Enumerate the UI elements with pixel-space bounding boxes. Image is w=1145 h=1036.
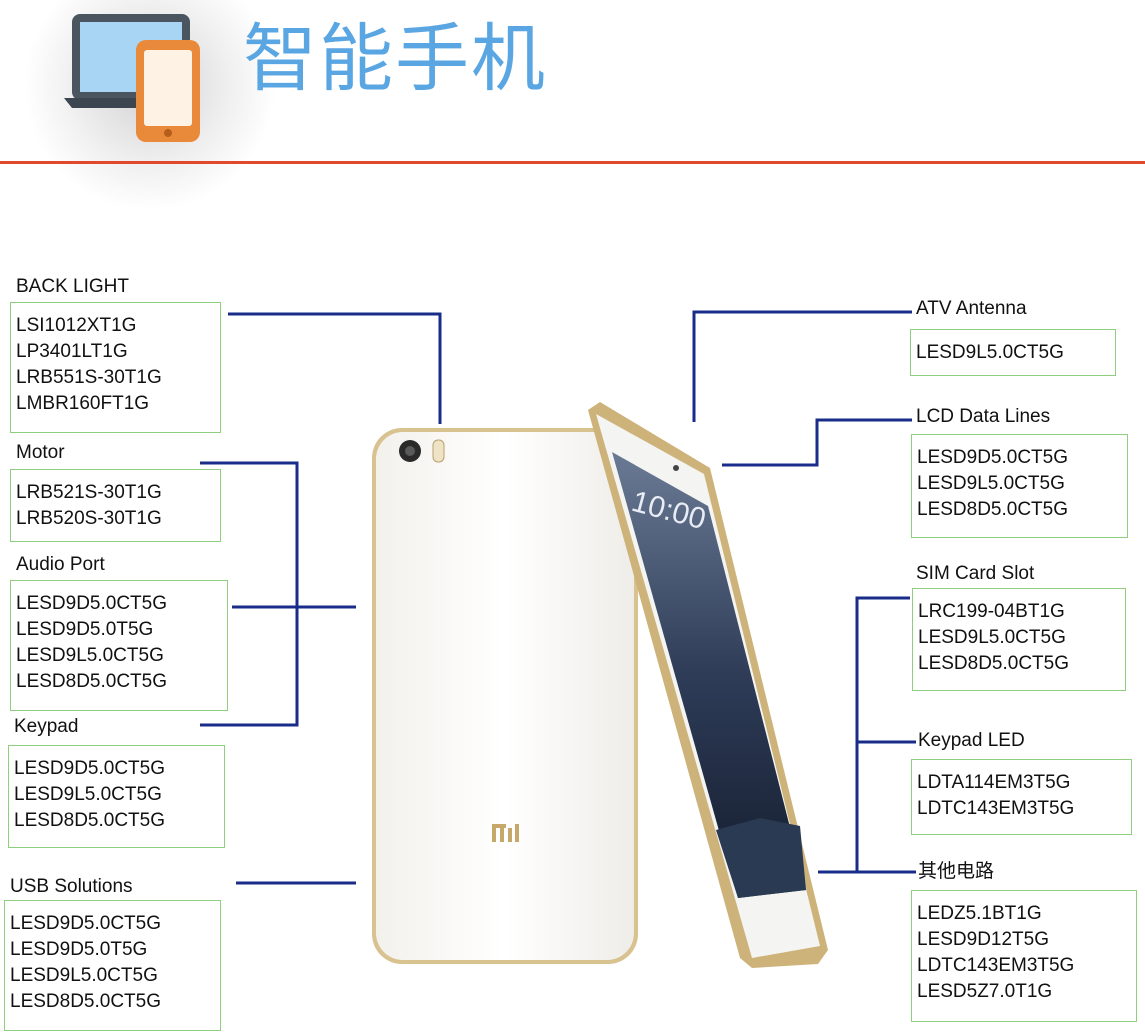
sim-card-slot-parts-box: LRC199-04BT1G LESD9L5.0CT5G LESD8D5.0CT5… xyxy=(912,588,1126,691)
keypad-led-parts-box: LDTA114EM3T5G LDTC143EM3T5G xyxy=(911,759,1132,835)
part-number: LESD9D12T5G xyxy=(917,929,1050,950)
keypad-label: Keypad xyxy=(14,716,79,737)
other-circuits-label: 其他电路 xyxy=(918,860,995,882)
back-light-parts-box: LSI1012XT1G LP3401LT1G LRB551S-30T1G LMB… xyxy=(10,302,221,433)
part-number: LESD9L5.0CT5G xyxy=(10,965,158,986)
part-number: LDTA114EM3T5G xyxy=(917,772,1071,793)
keypad-parts-box: LESD9D5.0CT5G LESD9L5.0CT5G LESD8D5.0CT5… xyxy=(8,745,225,848)
phone-front: 10:00 xyxy=(588,402,828,968)
part-number: LESD9D5.0T5G xyxy=(16,619,154,640)
leader-lines xyxy=(200,310,916,885)
part-number: LESD9D5.0CT5G xyxy=(917,447,1069,468)
back-light-label: BACK LIGHT xyxy=(16,276,129,297)
part-number: LSI1012XT1G xyxy=(16,315,137,336)
part-number: LESD8D5.0CT5G xyxy=(16,671,168,692)
part-number: LESD9D5.0CT5G xyxy=(10,913,162,934)
part-number: LP3401LT1G xyxy=(16,341,128,362)
part-number: LESD8D5.0CT5G xyxy=(918,653,1070,674)
part-number: LESD9L5.0CT5G xyxy=(918,627,1066,648)
phone-back xyxy=(372,428,638,964)
part-number: LESD9L5.0CT5G xyxy=(917,473,1065,494)
header-divider xyxy=(0,161,1145,164)
usb-solutions-label: USB Solutions xyxy=(10,876,133,897)
audio-port-label: Audio Port xyxy=(16,554,105,575)
page-title: 智能手机 xyxy=(243,16,547,102)
laptop-phone-icon xyxy=(64,14,200,142)
part-number: LESD5Z7.0T1G xyxy=(917,981,1053,1002)
part-number: LESD9L5.0CT5G xyxy=(14,784,162,805)
part-number: LRB520S-30T1G xyxy=(16,508,162,529)
part-number: LRB551S-30T1G xyxy=(16,367,162,388)
part-number: LESD9L5.0CT5G xyxy=(16,645,164,666)
part-number: LESD9L5.0CT5G xyxy=(916,342,1064,363)
part-number: LRC199-04BT1G xyxy=(918,601,1065,622)
motor-parts-box: LRB521S-30T1G LRB520S-30T1G xyxy=(10,469,221,542)
part-number: LESD9D5.0CT5G xyxy=(16,593,168,614)
part-number: LESD9D5.0CT5G xyxy=(14,758,166,779)
part-number: LESD8D5.0CT5G xyxy=(917,499,1069,520)
other-circuits-parts-box: LEDZ5.1BT1G LESD9D12T5G LDTC143EM3T5G LE… xyxy=(911,890,1137,1022)
atv-antenna-label: ATV Antenna xyxy=(916,298,1027,319)
usb-solutions-parts-box: LESD9D5.0CT5G LESD9D5.0T5G LESD9L5.0CT5G… xyxy=(4,900,221,1031)
lcd-data-lines-label: LCD Data Lines xyxy=(916,406,1051,427)
part-number: LESD8D5.0CT5G xyxy=(10,991,162,1012)
part-number: LESD9D5.0T5G xyxy=(10,939,148,960)
keypad-led-label: Keypad LED xyxy=(918,730,1025,751)
part-number: LDTC143EM3T5G xyxy=(917,955,1075,976)
part-number: LEDZ5.1BT1G xyxy=(917,903,1042,924)
part-number: LESD8D5.0CT5G xyxy=(14,810,166,831)
part-number: LDTC143EM3T5G xyxy=(917,798,1075,819)
part-number: LMBR160FT1G xyxy=(16,393,150,414)
lcd-data-lines-parts-box: LESD9D5.0CT5G LESD9L5.0CT5G LESD8D5.0CT5… xyxy=(911,434,1128,538)
sim-card-slot-label: SIM Card Slot xyxy=(916,563,1035,584)
header: 智能手机 xyxy=(0,0,1145,210)
motor-label: Motor xyxy=(16,442,65,463)
part-number: LRB521S-30T1G xyxy=(16,482,162,503)
mi-logo xyxy=(492,824,519,842)
atv-antenna-parts-box: LESD9L5.0CT5G xyxy=(910,329,1116,376)
audio-port-parts-box: LESD9D5.0CT5G LESD9D5.0T5G LESD9L5.0CT5G… xyxy=(10,580,228,711)
